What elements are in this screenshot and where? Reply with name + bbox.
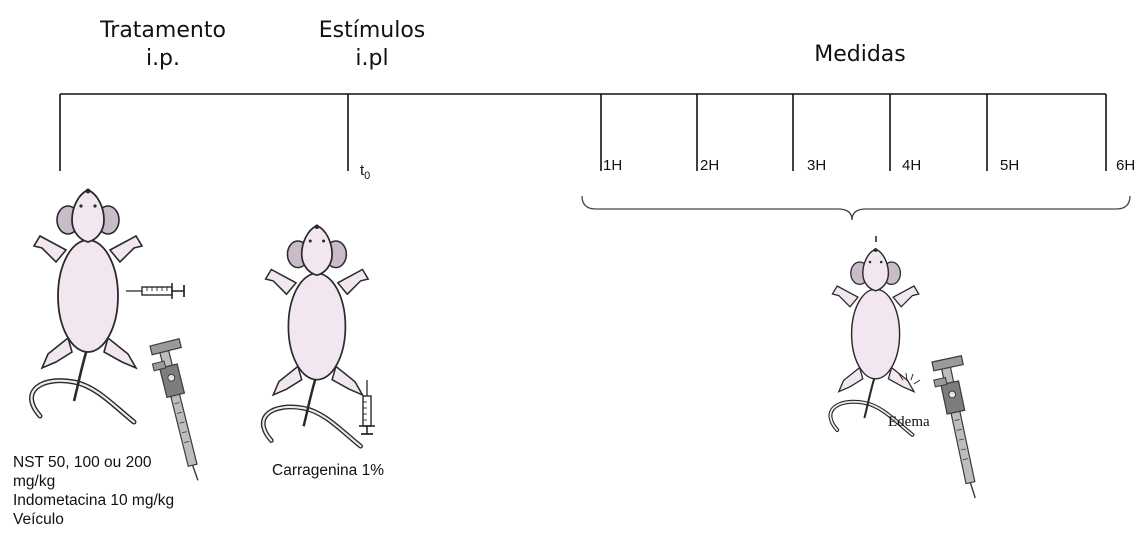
treatment-line-4: Veículo [13, 510, 174, 529]
treatment-line-2: mg/kg [13, 472, 174, 491]
syringe-icon [359, 380, 375, 434]
treatment-line-1: NST 50, 100 ou 200 [13, 453, 174, 472]
treatment-line-3: Indometacina 10 mg/kg [13, 491, 174, 510]
edema-label: Edema [888, 414, 930, 431]
syringe-icon [126, 283, 184, 299]
caliper-icon [930, 356, 991, 502]
rat-icon [263, 224, 368, 446]
rat-icon [31, 189, 142, 422]
rat-icon [830, 248, 918, 435]
treatment-list: NST 50, 100 ou 200 mg/kg Indometacina 10… [13, 453, 174, 529]
stimulus-agent-label: Carragenina 1% [272, 461, 384, 480]
